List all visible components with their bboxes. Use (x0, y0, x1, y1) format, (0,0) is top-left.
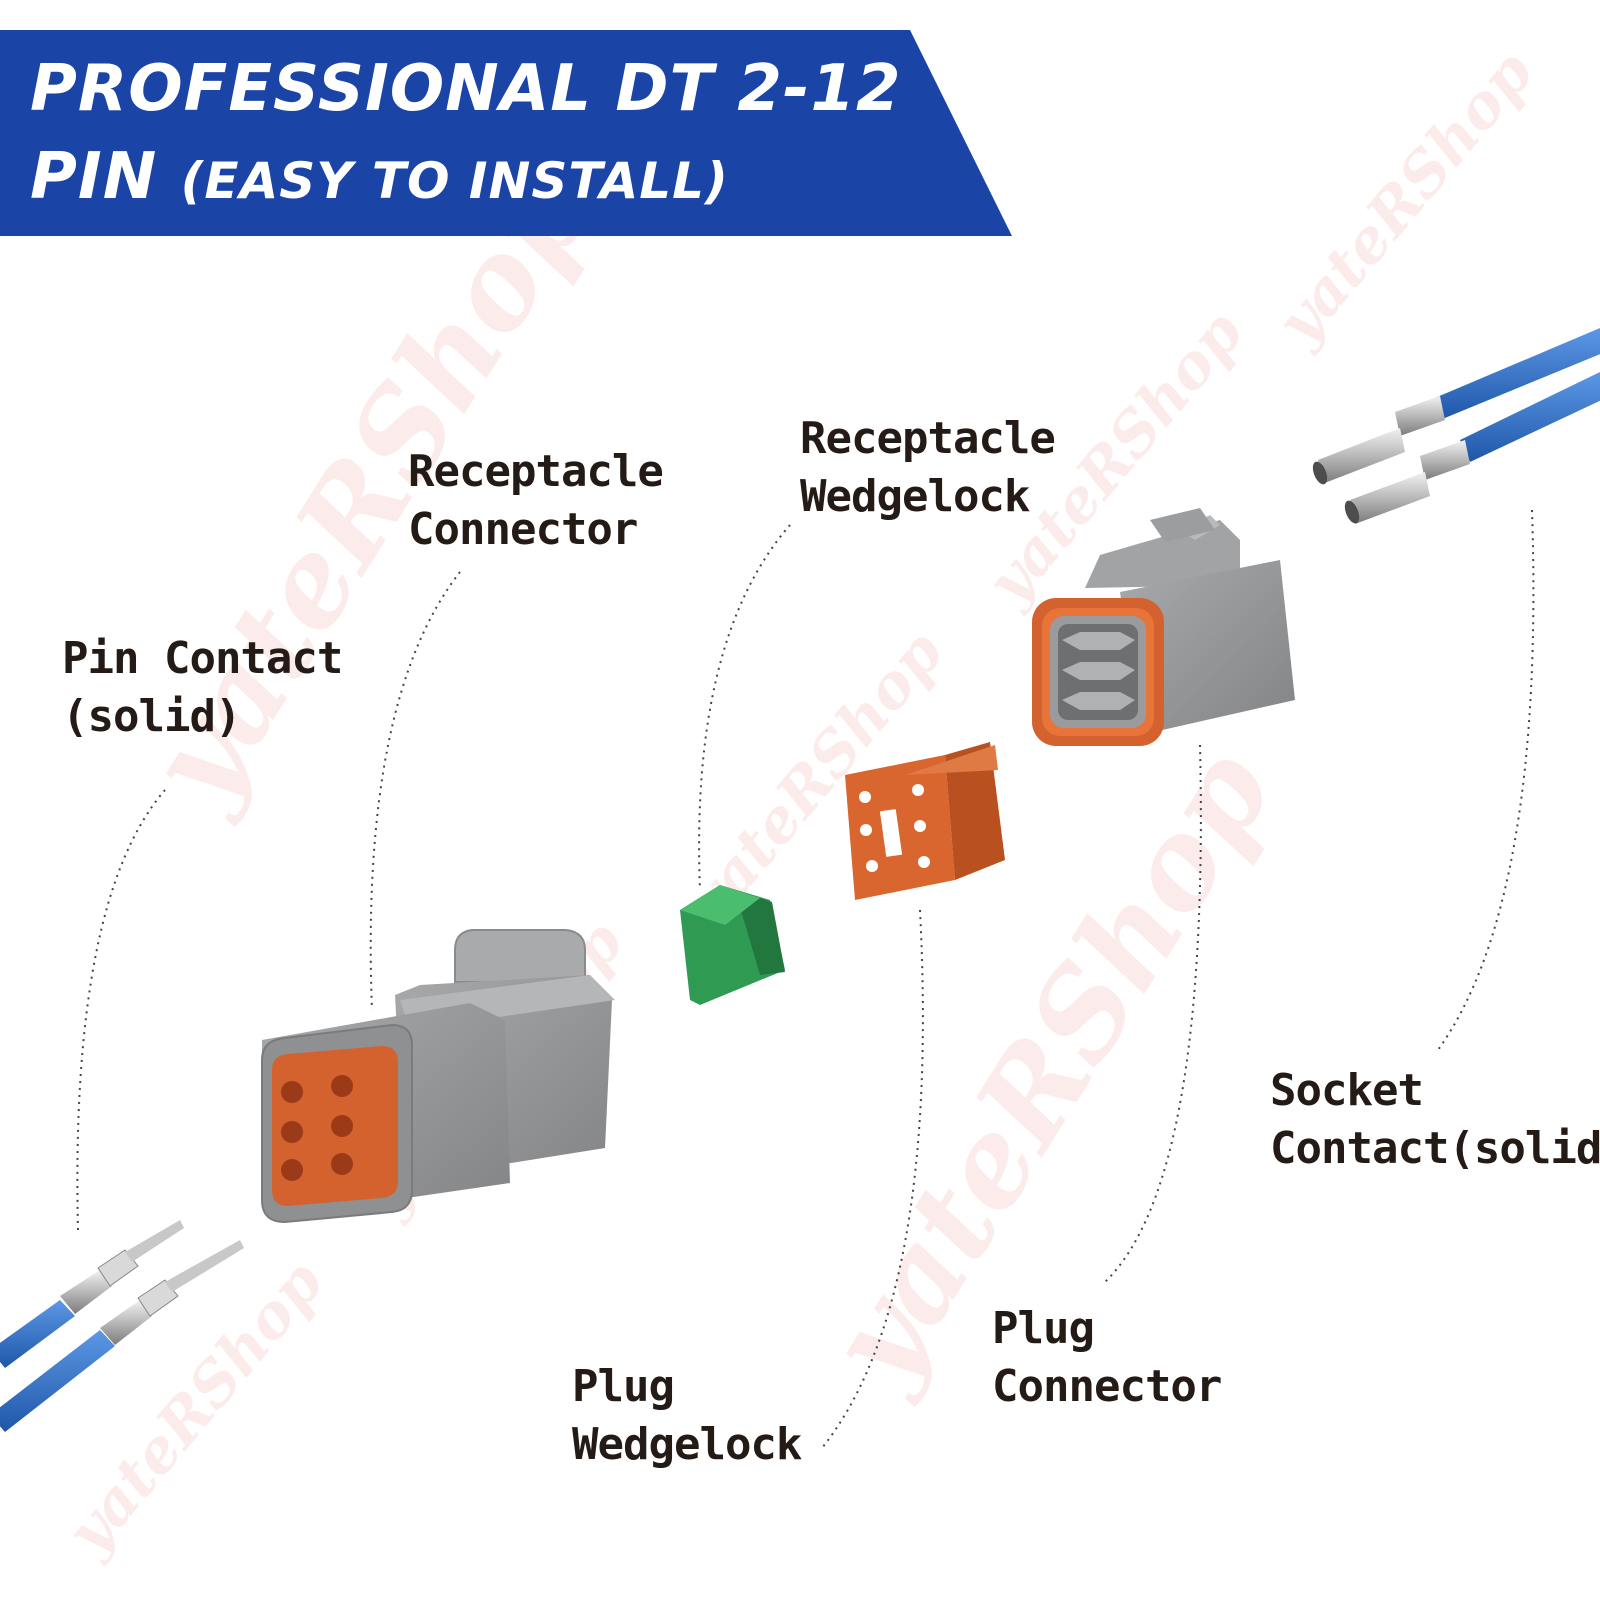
label-receptacle-connector-line1: Receptacle (408, 446, 664, 497)
label-plug-connector-line2: Connector (992, 1361, 1222, 1412)
leader-plug-wedgelock (821, 909, 924, 1449)
label-plug-wedgelock: Plug Wedgelock (572, 1358, 802, 1474)
title-pin: PIN (30, 140, 158, 214)
leader-plug-connector (1104, 744, 1202, 1283)
label-receptacle-connector: Receptacle Connector (408, 443, 664, 559)
leader-lines (76, 509, 1535, 1449)
label-plug-connector-line1: Plug (992, 1303, 1095, 1354)
label-pin-contact: Pin Contact (solid) (62, 630, 343, 746)
label-receptacle-wedgelock-line2: Wedgelock (800, 471, 1030, 522)
label-pin-contact-line1: Pin Contact (62, 633, 343, 684)
title-line-1: PROFESSIONAL DT 2-12 (30, 52, 902, 126)
label-plug-wedgelock-line1: Plug (572, 1361, 675, 1412)
plug-wedgelock-illustration (845, 742, 1005, 900)
pin-contact-illustration (0, 1220, 244, 1432)
leader-socket-contact (1437, 509, 1535, 1051)
label-socket-contact: Socket Contact(solid) (1270, 1062, 1600, 1178)
socket-contact-illustration (1312, 328, 1600, 524)
label-receptacle-wedgelock-line1: Receptacle (800, 413, 1056, 464)
label-receptacle-wedgelock: Receptacle Wedgelock (800, 410, 1056, 526)
title-line-2: PIN (EASY TO INSTALL) (30, 140, 729, 214)
label-plug-connector: Plug Connector (992, 1300, 1222, 1416)
receptacle-wedgelock-illustration (680, 885, 785, 1005)
label-plug-wedgelock-line2: Wedgelock (572, 1419, 802, 1470)
leader-pin-contact (76, 789, 166, 1231)
label-pin-contact-line2: (solid) (62, 691, 241, 742)
banner-shape (0, 30, 1012, 236)
receptacle-connector-illustration (261, 929, 615, 1224)
leader-receptacle-wedgelock (698, 524, 791, 891)
plug-connector-illustration (1032, 508, 1295, 746)
leader-receptacle-connector (369, 571, 461, 1011)
title-banner (0, 30, 1012, 236)
label-socket-contact-line2: Contact(solid) (1270, 1123, 1600, 1174)
label-receptacle-connector-line2: Connector (408, 504, 638, 555)
label-socket-contact-line1: Socket (1270, 1065, 1424, 1116)
title-easy-to-install: (EASY TO INSTALL) (180, 152, 729, 210)
